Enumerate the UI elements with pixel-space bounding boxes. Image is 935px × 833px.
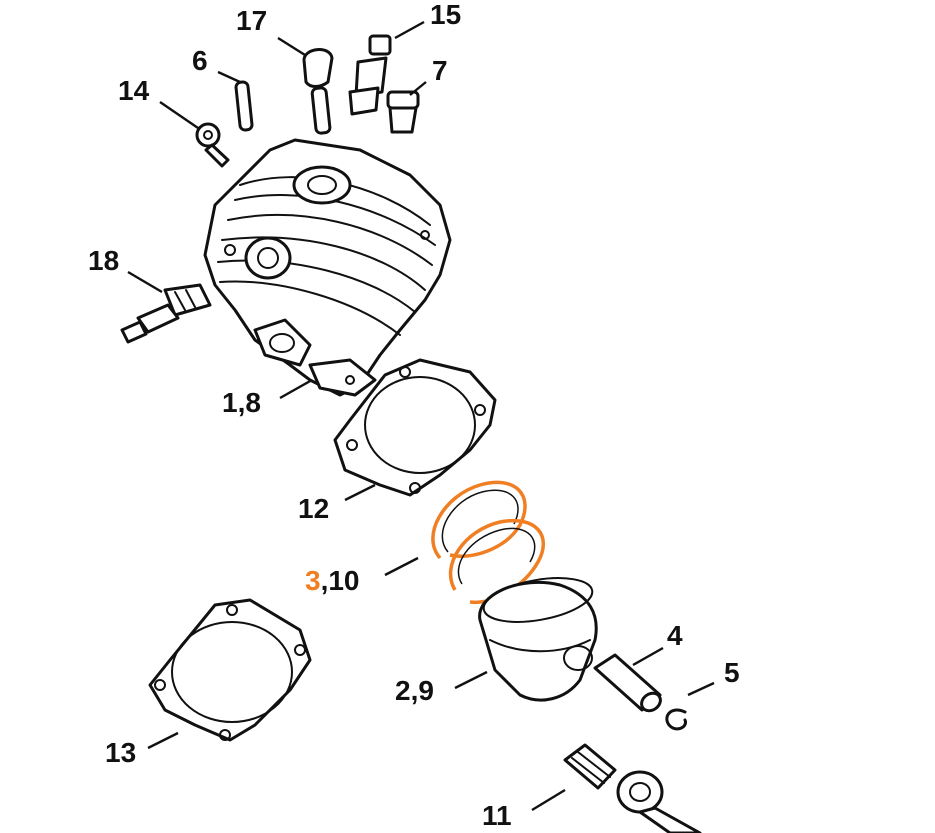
plug-7 <box>386 90 420 134</box>
label-12: 12 <box>298 493 329 524</box>
label-13: 13 <box>105 737 136 768</box>
label-1-8: 1,8 <box>222 387 261 418</box>
label-18: 18 <box>88 245 119 276</box>
label-5: 5 <box>724 657 740 688</box>
gasket-12 <box>333 358 497 497</box>
cylinder <box>203 138 452 397</box>
stud-17b <box>310 86 332 135</box>
connecting-rod <box>616 770 702 833</box>
needle-cage <box>563 743 617 790</box>
label-14: 14 <box>118 75 150 106</box>
label-11: 11 <box>482 800 512 831</box>
valve-15 <box>348 34 392 116</box>
label-15: 15 <box>430 0 461 30</box>
stud-6 <box>234 80 254 132</box>
label-17: 17 <box>236 5 267 36</box>
cap-17 <box>302 48 334 88</box>
piston-ring-upper <box>431 480 527 560</box>
gasket-13 <box>148 598 312 742</box>
label-4: 4 <box>667 620 683 651</box>
label-6: 6 <box>192 45 208 76</box>
label-10: ,10 <box>321 565 360 596</box>
screw-14 <box>195 122 230 168</box>
piston-pin <box>593 653 662 713</box>
circlip <box>665 708 688 731</box>
leader-lines <box>127 20 715 812</box>
label-2-9: 2,9 <box>395 675 434 706</box>
piston <box>478 577 598 702</box>
spark-plug <box>120 283 212 344</box>
label-3: 3 <box>305 565 321 596</box>
label-3-10: 3,10 <box>305 565 360 596</box>
label-7: 7 <box>432 55 448 86</box>
